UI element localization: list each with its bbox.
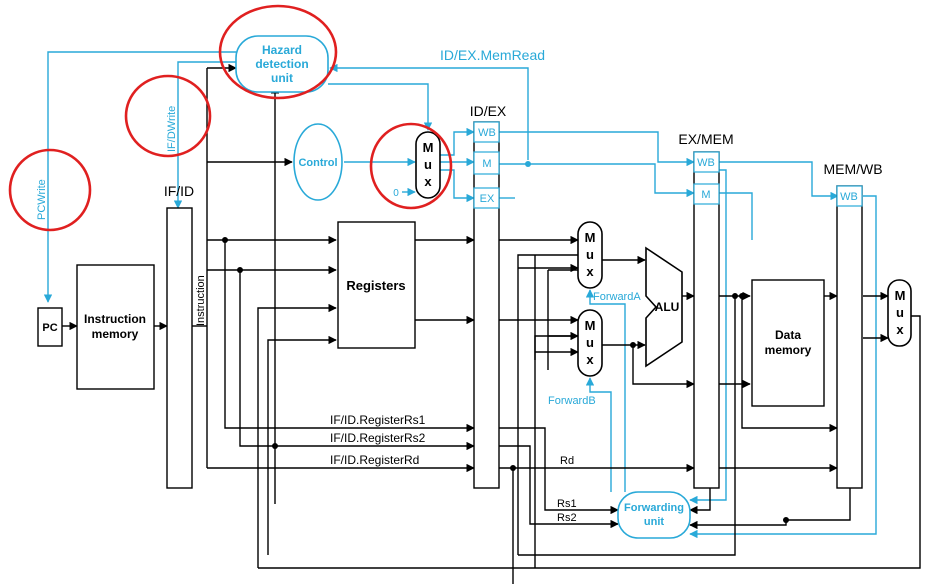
- alu-label: ALU: [655, 300, 680, 314]
- registers-label: Registers: [346, 278, 405, 293]
- data-memory-line-2: memory: [765, 343, 812, 357]
- mux-b: [577, 309, 603, 377]
- mux-b-x: x: [586, 352, 594, 367]
- hazard-unit-highlight: [218, 4, 338, 100]
- writeback-mux: [887, 279, 912, 347]
- control-unit: [293, 123, 343, 201]
- mem-wb-wb-field: [836, 185, 863, 207]
- mem-wb-register: [836, 185, 863, 489]
- forward-b-label: ForwardB: [548, 395, 596, 407]
- pcwrite-label: PCWrite: [36, 179, 48, 220]
- id-ex-ex-label: EX: [480, 193, 495, 205]
- register-file: [337, 221, 416, 349]
- memread-label: ID/EX.MemRead: [440, 47, 545, 63]
- rs2-short-label: Rs2: [557, 512, 577, 524]
- if-dwrite-label: IF/DWrite: [166, 106, 178, 152]
- writeback-mux-m: M: [895, 288, 906, 303]
- ex-mem-register: [693, 151, 720, 489]
- highlight-circles: [8, 4, 453, 232]
- rs2-field-label: IF/ID.RegisterRs2: [330, 431, 426, 445]
- pcwrite-highlight: [8, 148, 92, 232]
- if-dwrite-highlight: [124, 74, 212, 158]
- ex-mem-wb-field: [693, 151, 720, 173]
- mux-a-u: u: [586, 247, 594, 262]
- id-ex-register: [473, 121, 500, 489]
- hazard-unit-line-2: detection: [255, 57, 308, 71]
- ex-mem-wb-label: WB: [697, 157, 715, 169]
- forwarding-unit-line-2: unit: [644, 516, 664, 528]
- id-ex-wb-field: [473, 121, 500, 143]
- ex-mem-m-label: M: [701, 189, 710, 201]
- control-label: Control: [298, 157, 337, 169]
- ex-mem-m-field: [693, 183, 720, 205]
- ex-mem-label: EX/MEM: [678, 131, 733, 147]
- rd-short-label: Rd: [560, 455, 574, 467]
- rd-field-label: IF/ID.RegisterRd: [330, 453, 419, 467]
- junction-dots: [222, 237, 789, 523]
- id-ex-ex-field: [473, 187, 500, 209]
- control-mux: [415, 131, 441, 199]
- id-ex-label: ID/EX: [470, 103, 507, 119]
- instruction-memory: [76, 264, 155, 390]
- writeback-mux-x: x: [896, 322, 904, 337]
- pc-label: PC: [42, 322, 57, 334]
- id-ex-wb-label: WB: [478, 127, 496, 139]
- mux-b-u: u: [586, 335, 594, 350]
- writeback-mux-u: u: [896, 305, 904, 320]
- hazard-unit-line-3: unit: [271, 71, 293, 85]
- instruction-label: Instruction: [195, 275, 207, 326]
- rs1-field-label: IF/ID.RegisterRs1: [330, 413, 426, 427]
- alu: [645, 246, 683, 368]
- forwarding-unit: [617, 491, 691, 539]
- zero-input-label: 0: [393, 188, 399, 199]
- hazard-detection-unit: [235, 35, 329, 93]
- id-ex-m-field: [473, 151, 500, 175]
- rs1-short-label: Rs1: [557, 498, 577, 510]
- mux-a-x: x: [586, 264, 594, 279]
- hazard-unit-line-1: Hazard: [262, 43, 302, 57]
- if-id-register: [166, 207, 193, 489]
- data-memory: [751, 279, 825, 407]
- instruction-memory-line-2: memory: [92, 327, 139, 341]
- forwarding-unit-line-1: Forwarding: [624, 502, 684, 514]
- instruction-memory-line-1: Instruction: [84, 312, 146, 326]
- control-wires: [43, 51, 877, 539]
- control-mux-highlight: [369, 122, 453, 210]
- mux-a: [577, 221, 603, 289]
- control-mux-x: x: [424, 174, 432, 189]
- mem-wb-label: MEM/WB: [823, 161, 882, 177]
- mux-b-m: M: [585, 318, 596, 333]
- memread-junction: [525, 161, 531, 167]
- forward-a-label: ForwardA: [593, 291, 641, 303]
- data-memory-line-1: Data: [775, 328, 801, 342]
- id-ex-m-label: M: [482, 158, 491, 170]
- control-mux-u: u: [424, 157, 432, 172]
- control-mux-m: M: [423, 140, 434, 155]
- mem-wb-wb-label: WB: [840, 191, 858, 203]
- pc-register: [37, 307, 63, 347]
- mux-a-m: M: [585, 230, 596, 245]
- if-id-label: IF/ID: [164, 183, 194, 199]
